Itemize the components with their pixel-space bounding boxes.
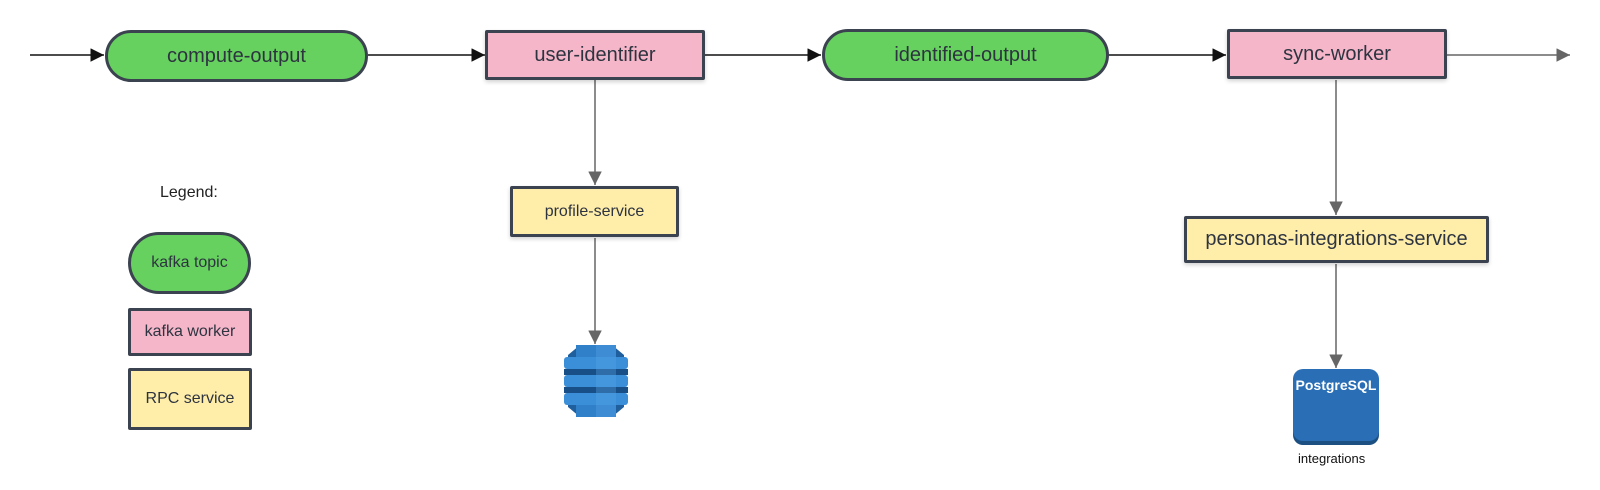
rpc-service-personas-integrations-service[interactable]: personas-integrations-service [1184,216,1489,263]
legend-kafka-worker: kafka worker [128,308,252,356]
kafka-worker-user-identifier[interactable]: user-identifier [485,30,705,80]
postgresql-label: PostgreSQL [1296,377,1377,393]
legend-title: Legend: [160,184,218,201]
kafka-topic-compute-output[interactable]: compute-output [105,30,368,82]
kafka-topic-identified-output[interactable]: identified-output [822,29,1109,81]
legend-kafka-topic: kafka topic [128,232,251,294]
dynamodb-icon [564,345,628,417]
rpc-service-profile-service[interactable]: profile-service [510,186,679,237]
kafka-worker-sync-worker[interactable]: sync-worker [1227,29,1447,79]
postgresql-icon: PostgreSQL [1293,369,1379,445]
legend-rpc-service: RPC service [128,368,252,430]
postgresql-caption: integrations [1298,451,1366,466]
